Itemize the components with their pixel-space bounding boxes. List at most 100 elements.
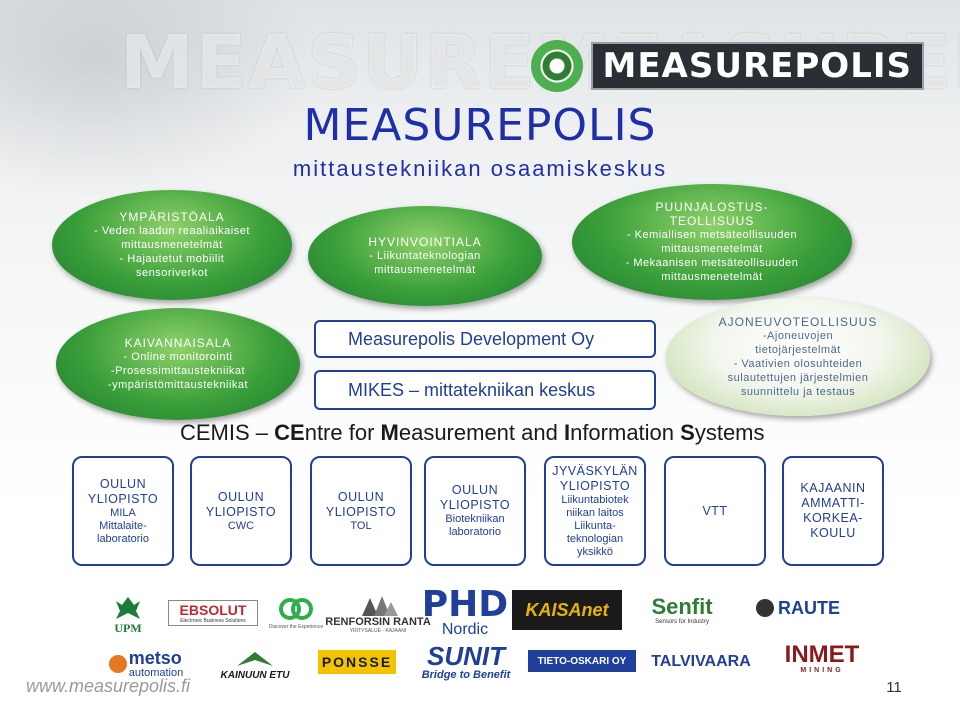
unit-kajaani-amk: KAJAANIN AMMATTI- KORKEA- KOULU bbox=[782, 456, 884, 566]
page-number: 11 bbox=[874, 672, 914, 702]
senfit-subtext: Sensors for Industry bbox=[655, 619, 709, 625]
unit-line: MILA bbox=[110, 506, 136, 519]
sector-line: -Ajoneuvojen bbox=[762, 330, 834, 342]
unit-head: OULUN bbox=[337, 489, 385, 504]
senfit-text: Senfit bbox=[651, 594, 713, 619]
sector-wood-processing: PUUNJALOSTUS- TEOLLISUUS - Kemiallisen m… bbox=[572, 184, 852, 300]
page-subtitle: mittaustekniikan osaamiskeskus bbox=[292, 156, 668, 181]
upm-griffin-icon bbox=[116, 596, 140, 619]
cemis-text: nformation bbox=[570, 420, 681, 445]
renforsin-text: RENFORSIN RANTA bbox=[325, 616, 431, 628]
sunit-text: SUNIT bbox=[427, 641, 505, 671]
sector-line: -ympäristömittaustekniikat bbox=[107, 379, 249, 391]
mikes-box: MIKES – mittatekniikan keskus bbox=[314, 370, 656, 410]
sector-environment: YMPÄRISTÖALA - Veden laadun reaaliaikais… bbox=[52, 190, 292, 300]
unit-head: OULUN bbox=[451, 483, 499, 497]
cemis-text: ystems bbox=[694, 420, 765, 445]
kaisanet-logo: KAISAnet bbox=[512, 590, 622, 630]
unit-jyvaskyla: JYVÄSKYLÄN YLIOPISTO Liikuntabiotek niik… bbox=[544, 456, 646, 566]
raute-circle-icon bbox=[756, 599, 774, 617]
ebsolut-subtext: Electronic Business Solutions bbox=[180, 617, 246, 624]
unit-line: laboratorio bbox=[97, 532, 149, 545]
sector-line: - Mekaanisen metsäteollisuuden bbox=[625, 257, 799, 269]
cemis-heading: CEMIS – CEntre for Measurement and Infor… bbox=[180, 420, 765, 446]
unit-head: YLIOPISTO bbox=[439, 498, 511, 512]
kainuun-etu-logo: KAINUUN ETU bbox=[200, 642, 310, 686]
sector-head: KAIVANNAISALA bbox=[124, 336, 232, 350]
unit-head: YLIOPISTO bbox=[325, 504, 397, 519]
eb-tagline: Discover the Experience bbox=[268, 624, 324, 630]
sector-line: mittausmenetelmät bbox=[661, 243, 763, 255]
cemis-text: easurement and bbox=[398, 420, 564, 445]
upm-text: UPM bbox=[114, 620, 142, 635]
senfit-logo: Senfit Sensors for Industry bbox=[632, 588, 732, 632]
unit-head: YLIOPISTO bbox=[559, 478, 631, 493]
sector-line: suunnittelu ja testaus bbox=[740, 386, 856, 398]
metso-wordmark: metso automation bbox=[129, 649, 183, 679]
unit-line: Liikuntabiotek bbox=[561, 493, 629, 506]
talvivaara-text: TALVIVAARA bbox=[651, 653, 751, 670]
sector-line: - Vaativien olosuhteiden bbox=[733, 358, 863, 370]
footer-url[interactable]: www.measurepolis.fi bbox=[26, 676, 191, 696]
sector-head: HYVINVOINTIALA bbox=[368, 235, 482, 249]
phd-nordic-logo: PHD Nordic bbox=[422, 586, 508, 640]
measurepolis-logo: MEASUREPOLIS bbox=[530, 40, 924, 92]
sector-line: -Prosessimittaustekniikat bbox=[110, 365, 246, 377]
unit-head: YLIOPISTO bbox=[205, 504, 277, 519]
renforsin-subtext: YRITYSALUE · KAJAANI bbox=[349, 628, 407, 634]
unit-line: Mittalaite- bbox=[99, 519, 147, 532]
unit-head: JYVÄSKYLÄN bbox=[552, 463, 638, 478]
sector-head-2: TEOLLISUUS bbox=[669, 214, 755, 228]
cemis-text: CEMIS – bbox=[180, 420, 275, 445]
sector-line: tietojärjestelmät bbox=[755, 344, 841, 356]
kaisanet-text: KAISAnet bbox=[525, 599, 609, 620]
eb-logo: Discover the Experience bbox=[268, 586, 324, 638]
cemis-bold: M bbox=[380, 420, 399, 445]
sector-line: - Kemiallisen metsäteollisuuden bbox=[626, 229, 798, 241]
sector-line: - Online monitorointi bbox=[123, 351, 233, 363]
measurepolis-development-box: Measurepolis Development Oy bbox=[314, 320, 656, 358]
cemis-bold: CE bbox=[274, 420, 305, 445]
sunit-subtext: Bridge to Benefit bbox=[421, 669, 511, 681]
unit-head: YLIOPISTO bbox=[87, 491, 159, 506]
logo-mark-icon bbox=[530, 40, 583, 92]
cemis-text: ntre for bbox=[304, 420, 381, 445]
sunit-logo: SUNIT Bridge to Benefit bbox=[410, 640, 522, 684]
unit-vtt: VTT bbox=[664, 456, 766, 566]
kainuun-bird-icon bbox=[237, 651, 273, 666]
sector-head: PUUNJALOSTUS- bbox=[655, 200, 769, 214]
unit-head: AMMATTI- bbox=[801, 496, 865, 510]
ponsse-text: PONSSE bbox=[321, 654, 393, 670]
unit-oulu-tol: OULUN YLIOPISTO TOL bbox=[310, 456, 412, 566]
unit-head: KORKEA- bbox=[803, 511, 863, 525]
sector-line: mittausmenetelmät bbox=[661, 271, 763, 283]
unit-line: Biotekniikan bbox=[445, 513, 505, 525]
cemis-bold: I bbox=[563, 420, 571, 445]
inmet-logo: INMET MINING bbox=[772, 638, 872, 678]
sector-line: - Liikuntateknologian bbox=[369, 250, 481, 262]
background-decoration bbox=[0, 0, 320, 200]
raute-logo: RAUTE bbox=[748, 594, 848, 622]
sector-head: AJONEUVOTEOLLISUUS bbox=[718, 315, 878, 329]
tieto-oskari-logo: TIETO-OSKARI OY bbox=[528, 650, 636, 672]
ebsolut-logo: EBSOLUT Electronic Business Solutions bbox=[168, 600, 258, 626]
unit-head: OULUN bbox=[99, 476, 147, 491]
unit-line: CWC bbox=[227, 519, 255, 532]
sector-wellbeing: HYVINVOINTIALA - Liikuntateknologian mit… bbox=[308, 206, 542, 306]
unit-head: KAJAANIN bbox=[800, 481, 866, 495]
sector-head: YMPÄRISTÖALA bbox=[119, 210, 225, 224]
sector-line: mittausmenetelmät bbox=[121, 239, 223, 251]
unit-line: laboratorio bbox=[449, 526, 501, 538]
sector-mining: KAIVANNAISALA - Online monitorointi -Pro… bbox=[56, 308, 300, 420]
unit-oulu-cwc: OULUN YLIOPISTO CWC bbox=[190, 456, 292, 566]
unit-head: KOULU bbox=[810, 526, 856, 540]
partner-logos: UPM EBSOLUT Electronic Business Solution… bbox=[72, 576, 892, 700]
unit-head: VTT bbox=[702, 503, 728, 518]
inmet-subtext: MINING bbox=[800, 666, 844, 674]
metso-m-icon bbox=[108, 655, 127, 673]
raute-text: RAUTE bbox=[778, 597, 840, 618]
sector-line: sulautettujen järjestelmien bbox=[727, 372, 869, 384]
sector-line: sensoriverkot bbox=[136, 267, 208, 279]
ebsolut-text: EBSOLUT bbox=[179, 601, 247, 618]
tieto-text: TIETO-OSKARI OY bbox=[537, 655, 627, 667]
